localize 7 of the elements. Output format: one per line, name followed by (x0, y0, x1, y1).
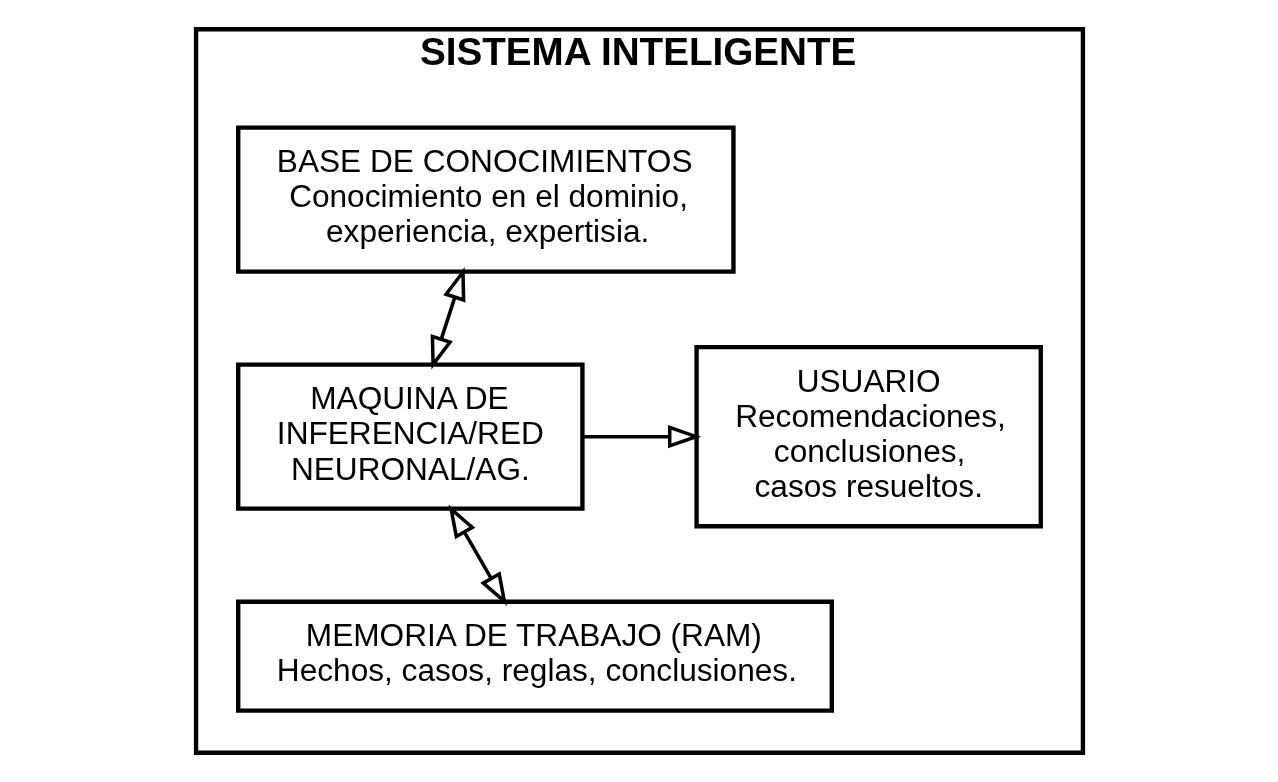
node-box: USUARIO Recomendaciones, conclusiones, casos resueltos. (693, 344, 1043, 529)
node-box: BASE DE CONOCIMIENTOS Conocimiento en el dominio, experiencia, expertisia. (235, 125, 736, 274)
node-box: MAQUINA DE INFERENCIA/RED NEURONAL/AG. (235, 362, 585, 511)
node-box: MEMORIA DE TRABAJO (RAM) Hechos, casos, reglas, conclusiones. (235, 599, 834, 713)
arrow (582, 424, 701, 449)
arrow (448, 504, 507, 606)
arrow (430, 267, 465, 370)
